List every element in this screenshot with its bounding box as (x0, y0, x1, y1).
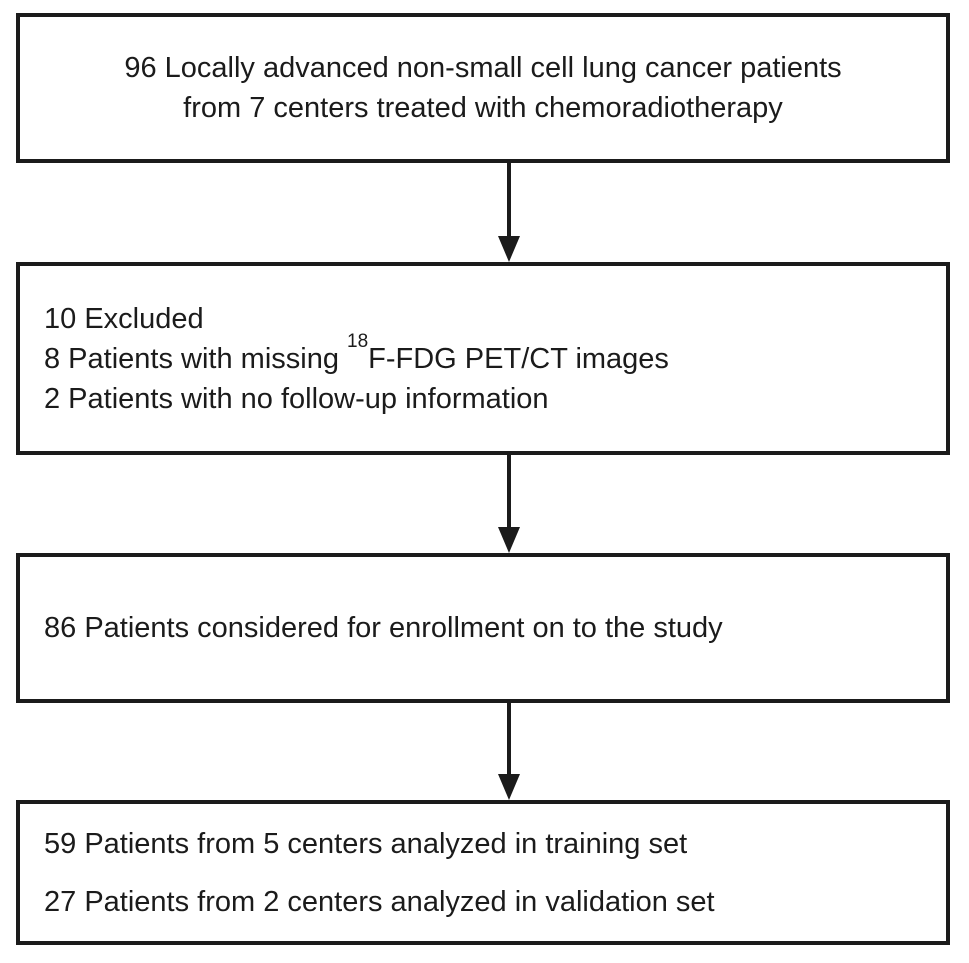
excluded-missing-pet-prefix: 8 Patients with missing (44, 342, 348, 375)
excluded-missing-pet-suffix: F-FDG PET/CT images (368, 342, 669, 375)
flow-box-enrolled: 86 Patients considered for enrollment on… (16, 553, 950, 703)
flow-box-excluded: 10 Excluded 8 Patients with missing 18F-… (16, 262, 950, 455)
validation-set-line: 27 Patients from 2 centers analyzed in v… (44, 885, 715, 918)
excluded-no-followup-line: 2 Patients with no follow-up information (44, 382, 549, 415)
training-set-line: 59 Patients from 5 centers analyzed in t… (44, 827, 688, 860)
excluded-missing-pet-line: 8 Patients with missing 18F-FDG PET/CT i… (44, 332, 669, 379)
arrow-stem (507, 703, 511, 776)
arrowhead-down-icon (498, 527, 520, 553)
arrowhead-down-icon (498, 774, 520, 800)
flow-box-analysis-sets: 59 Patients from 5 centers analyzed in t… (16, 800, 950, 945)
down-arrow-connector-3 (498, 703, 520, 800)
arrow-stem (507, 163, 511, 238)
down-arrow-connector-2 (498, 455, 520, 553)
isotope-18-superscript: 18 (347, 330, 369, 352)
enrolled-line: 86 Patients considered for enrollment on… (44, 612, 723, 644)
initial-cohort-line-2: from 7 centers treated with chemoradioth… (183, 92, 783, 124)
flow-box-initial-cohort: 96 Locally advanced non-small cell lung … (16, 13, 950, 163)
down-arrow-connector-1 (498, 163, 520, 262)
arrowhead-down-icon (498, 236, 520, 262)
arrow-stem (507, 455, 511, 529)
excluded-total-line: 10 Excluded (44, 302, 204, 335)
initial-cohort-line-1: 96 Locally advanced non-small cell lung … (124, 52, 842, 84)
